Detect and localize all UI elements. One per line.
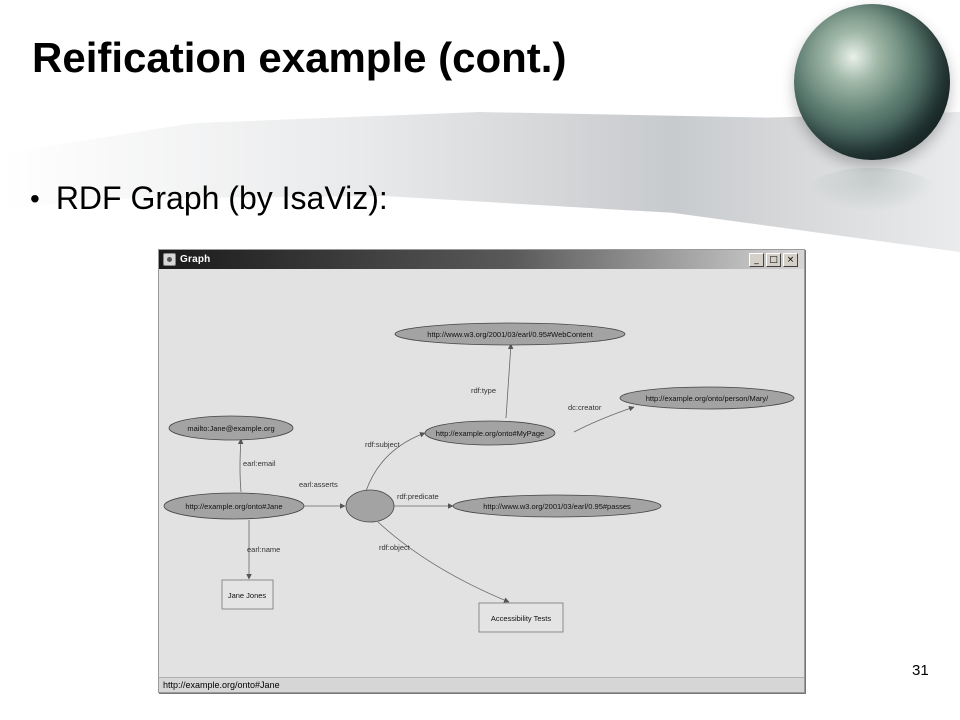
window-titlebar[interactable]: Graph _ □ ×: [159, 250, 804, 269]
edge-label-type: rdf:type: [471, 386, 496, 395]
node-label-janejones: Jane Jones: [228, 591, 267, 600]
rdf-graph: rdf:type dc:creator rdf:subject earl:ema…: [163, 322, 795, 633]
edge-label-creator: dc:creator: [568, 403, 602, 412]
edge-earl-email: [237, 438, 244, 493]
edge-rdf-object: [377, 521, 510, 603]
node-label-accessibility: Accessibility Tests: [491, 614, 552, 623]
globe-graphic: [794, 4, 950, 160]
status-bar: http://example.org/onto#Jane: [159, 677, 804, 692]
bullet-item: • RDF Graph (by IsaViz):: [30, 180, 388, 217]
edge-label-email: earl:email: [243, 459, 276, 468]
edge-rdf-subject: [365, 432, 426, 492]
graph-canvas[interactable]: rdf:type dc:creator rdf:subject earl:ema…: [159, 269, 804, 676]
node-label-mailto: mailto:Jane@example.org: [187, 424, 274, 433]
node-mypage[interactable]: http://example.org/onto#MyPage: [424, 420, 556, 446]
window-title: Graph: [180, 254, 211, 265]
node-mary[interactable]: http://example.org/onto/person/Mary/: [619, 386, 795, 410]
node-janejones[interactable]: Jane Jones: [221, 579, 274, 610]
bullet-text: RDF Graph (by IsaViz):: [55, 180, 388, 216]
edge-dc-creator: [573, 405, 635, 433]
node-label-mary: http://example.org/onto/person/Mary/: [646, 394, 769, 403]
window-controls: _ □ ×: [749, 253, 798, 267]
edge-label-asserts: earl:asserts: [299, 480, 338, 489]
node-label-webcontent: http://www.w3.org/2001/03/earl/0.95#WebC…: [427, 330, 593, 339]
node-mailto[interactable]: mailto:Jane@example.org: [168, 415, 294, 441]
node-label-mypage: http://example.org/onto#MyPage: [436, 429, 544, 438]
edge-rdf-type: [505, 343, 514, 419]
edge-label-object: rdf:object: [379, 543, 411, 552]
edge-label-predicate: rdf:predicate: [397, 492, 439, 501]
bullet-dot: •: [30, 182, 40, 214]
minimize-button[interactable]: _: [749, 253, 764, 267]
node-webcontent[interactable]: http://www.w3.org/2001/03/earl/0.95#WebC…: [394, 322, 626, 346]
node-label-jane: http://example.org/onto#Jane: [185, 502, 282, 511]
page-number: 31: [912, 662, 929, 679]
slide-title: Reification example (cont.): [32, 34, 567, 81]
edge-label-subject: rdf:subject: [365, 440, 401, 449]
graph-window: Graph _ □ × rdf:type dc:creator: [158, 249, 805, 693]
edge-label-name: earl:name: [247, 545, 280, 554]
app-icon: [163, 253, 176, 266]
close-button[interactable]: ×: [783, 253, 798, 267]
node-passes[interactable]: http://www.w3.org/2001/03/earl/0.95#pass…: [452, 494, 662, 518]
node-jane[interactable]: http://example.org/onto#Jane: [163, 492, 305, 520]
node-accessibility-tests[interactable]: Accessibility Tests: [478, 602, 564, 633]
node-statement-blank[interactable]: [345, 489, 395, 523]
globe-reflection: [808, 168, 936, 212]
node-label-passes: http://www.w3.org/2001/03/earl/0.95#pass…: [483, 502, 631, 511]
maximize-button[interactable]: □: [766, 253, 781, 267]
